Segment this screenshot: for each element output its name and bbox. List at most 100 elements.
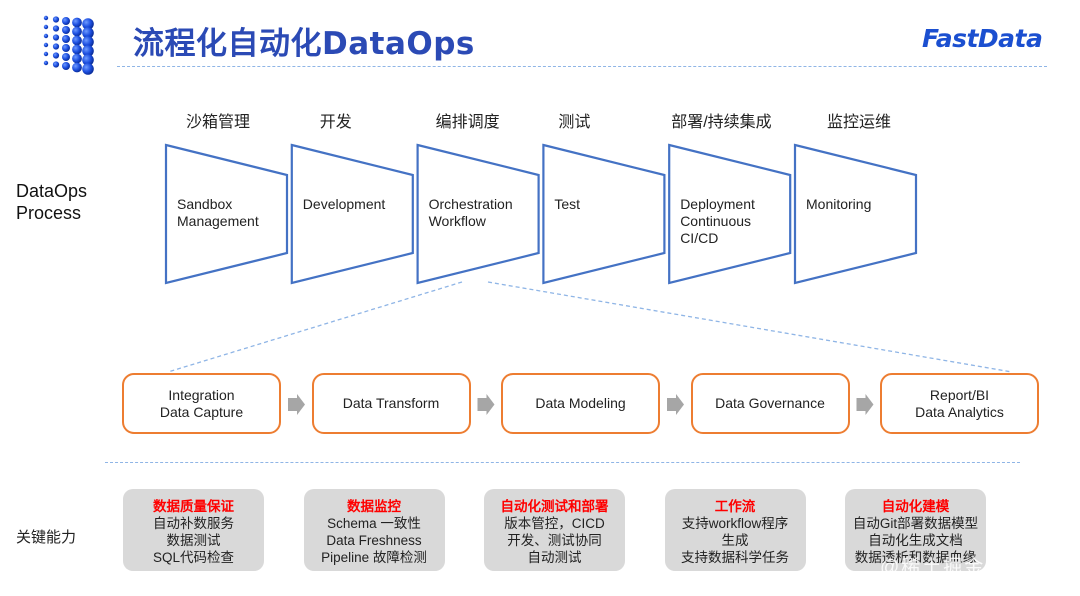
pipeline-step-line: Data Governance [715, 395, 825, 411]
stage-trapezoid[interactable] [542, 143, 666, 285]
logo-sphere [82, 36, 94, 48]
stage-trapezoid[interactable] [668, 143, 792, 285]
capability-label: 关键能力 [16, 529, 77, 546]
capability-title: 自动化建模 [881, 499, 950, 514]
capability-line: 数据测试 [166, 533, 221, 548]
capability-line: 自动测试 [527, 550, 582, 565]
stage-en-line: Continuous [680, 213, 752, 229]
stage-en-label: Development [303, 196, 386, 213]
logo-sphere [82, 45, 94, 57]
stage-trapezoid[interactable] [416, 143, 540, 285]
logo-sphere [62, 44, 70, 52]
zoom-connector-right [487, 281, 1013, 373]
logo-sphere [43, 42, 49, 48]
pipeline-step-line: Data Modeling [535, 395, 626, 411]
pipeline-step[interactable]: Data Governance [690, 373, 850, 434]
pipeline-step-line: Data Capture [159, 403, 244, 420]
stage-trapezoid[interactable] [164, 143, 289, 285]
right-arrow-icon [477, 394, 495, 415]
logo-sphere [43, 33, 49, 39]
logo-cube-icon [43, 15, 94, 75]
stage-en-line: Workflow [428, 213, 486, 229]
capability-line: 自动Git部署数据模型 [852, 516, 979, 531]
logo-sphere [72, 53, 82, 64]
right-arrow-icon [667, 394, 684, 415]
watermark: @稀土掘金技术社区 [880, 557, 1070, 578]
pipeline-step-line: Integration [168, 386, 235, 403]
stage-cn-label: 沙箱管理 [186, 114, 251, 131]
stage-trapezoid[interactable] [290, 143, 414, 285]
logo-sphere [72, 26, 82, 37]
capability-title: 工作流 [714, 499, 756, 514]
capability-line: 生成 [721, 533, 749, 548]
logo-sphere [62, 62, 70, 70]
logo-sphere [82, 63, 94, 75]
stage-trapezoid[interactable] [793, 143, 918, 285]
capability-line: 数据透析和数据血缘 [854, 550, 977, 565]
capability-line: Pipeline 故障检测 [321, 550, 427, 565]
pipeline-step[interactable]: Data Transform [311, 373, 471, 434]
pipeline-step-label: Data Transform [343, 395, 439, 412]
section-divider [105, 462, 1020, 463]
logo-sphere [52, 52, 60, 59]
capability-card: 工作流支持workflow程序生成支持数据科学任务 [664, 489, 806, 571]
logo-sphere [52, 43, 60, 50]
logo-sphere [72, 62, 82, 73]
pipeline-step-label: Data Modeling [535, 395, 625, 412]
capability-line: 自动化生成文档 [868, 533, 963, 548]
capability-card: 自动化建模自动Git部署数据模型自动化生成文档数据透析和数据血缘 [845, 489, 986, 571]
pipeline-step[interactable]: Data Modeling [501, 373, 660, 434]
right-arrow-icon [288, 394, 305, 415]
stage-en-label: Monitoring [806, 196, 871, 213]
logo-sphere [62, 35, 70, 43]
stage-en-label: Test [554, 196, 580, 213]
capability-card: 数据质量保证自动补数服务数据测试 SQL代码检查 [123, 489, 264, 571]
capability-title: 数据质量保证 [153, 499, 234, 514]
logo-sphere [82, 54, 94, 66]
zoom-connector-left [167, 281, 463, 373]
stage-en-line: Monitoring [806, 196, 872, 212]
right-arrow-icon [856, 394, 874, 415]
stage-cn-label: 部署/持续集成 [671, 114, 772, 131]
capability-line: Data Freshness [326, 533, 422, 548]
logo-sphere [43, 24, 49, 30]
stage-en-line: Sandbox [177, 196, 233, 212]
logo-sphere [43, 60, 49, 66]
process-label: DataOps Process [16, 180, 87, 224]
logo-sphere [82, 27, 94, 39]
logo-sphere [82, 18, 94, 30]
pipeline-step-line: Data Transform [342, 395, 440, 411]
process-label-line: DataOps [16, 181, 88, 201]
capability-line: 自动补数服务 [153, 516, 234, 531]
logo-sphere [72, 44, 82, 55]
capability-title: 数据监控 [347, 499, 401, 514]
logo-sphere [72, 35, 82, 46]
stage-cn-label: 编排调度 [435, 114, 500, 131]
capability-line: 开发、测试协同 [507, 533, 602, 548]
stage-cn-label: 测试 [558, 114, 591, 131]
capability-line: SQL代码检查 [152, 550, 234, 565]
capability-line: 支持数据科学任务 [681, 550, 789, 565]
capability-line: Schema 一致性 [327, 516, 421, 531]
logo-sphere [62, 17, 70, 25]
stage-cn-label: 开发 [319, 114, 352, 131]
pipeline-step-label: Data Governance [715, 395, 825, 412]
logo-sphere [52, 34, 60, 41]
pipeline-step-line: Data Analytics [915, 403, 1004, 420]
stage-en-line: CI/CD [680, 230, 719, 246]
stage-cn-label: 监控运维 [827, 114, 892, 131]
capability-title: 自动化测试和部署 [500, 499, 609, 514]
logo-sphere [52, 61, 60, 68]
capability-line: 版本管控，CICD [504, 516, 605, 531]
logo-sphere [52, 16, 60, 23]
stage-en-line: Orchestration [428, 196, 513, 212]
capability-card: 自动化测试和部署版本管控，CICD 开发、测试协同自动测试 [484, 489, 625, 571]
